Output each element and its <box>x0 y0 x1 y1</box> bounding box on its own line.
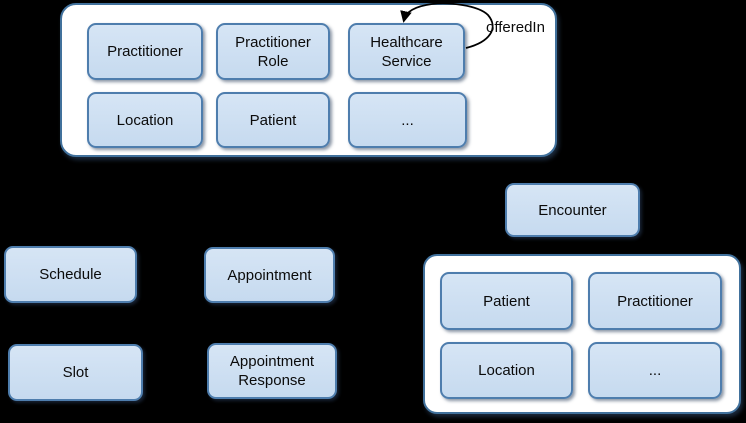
top-group-node-patient: Patient <box>216 92 330 148</box>
node-appointment-response: Appointment Response <box>207 343 337 399</box>
top-group-node-location: Location <box>87 92 203 148</box>
top-group-node-healthcare-service: Healthcare Service <box>348 23 465 80</box>
bottom-group-node-practitioner: Practitioner <box>588 272 722 330</box>
node-encounter: Encounter <box>505 183 640 237</box>
bottom-group-node-patient: Patient <box>440 272 573 330</box>
node-slot: Slot <box>8 344 143 401</box>
node-appointment: Appointment <box>204 247 335 303</box>
top-group-node-practitioner: Practitioner <box>87 23 203 80</box>
bottom-group-node-location: Location <box>440 342 573 399</box>
offered-in-label: offeredIn <box>486 19 545 36</box>
node-schedule: Schedule <box>4 246 137 303</box>
top-group-node-practitioner-role: Practitioner Role <box>216 23 330 80</box>
bottom-group-node-ellipsis: ... <box>588 342 722 399</box>
top-group-node-ellipsis: ... <box>348 92 467 148</box>
